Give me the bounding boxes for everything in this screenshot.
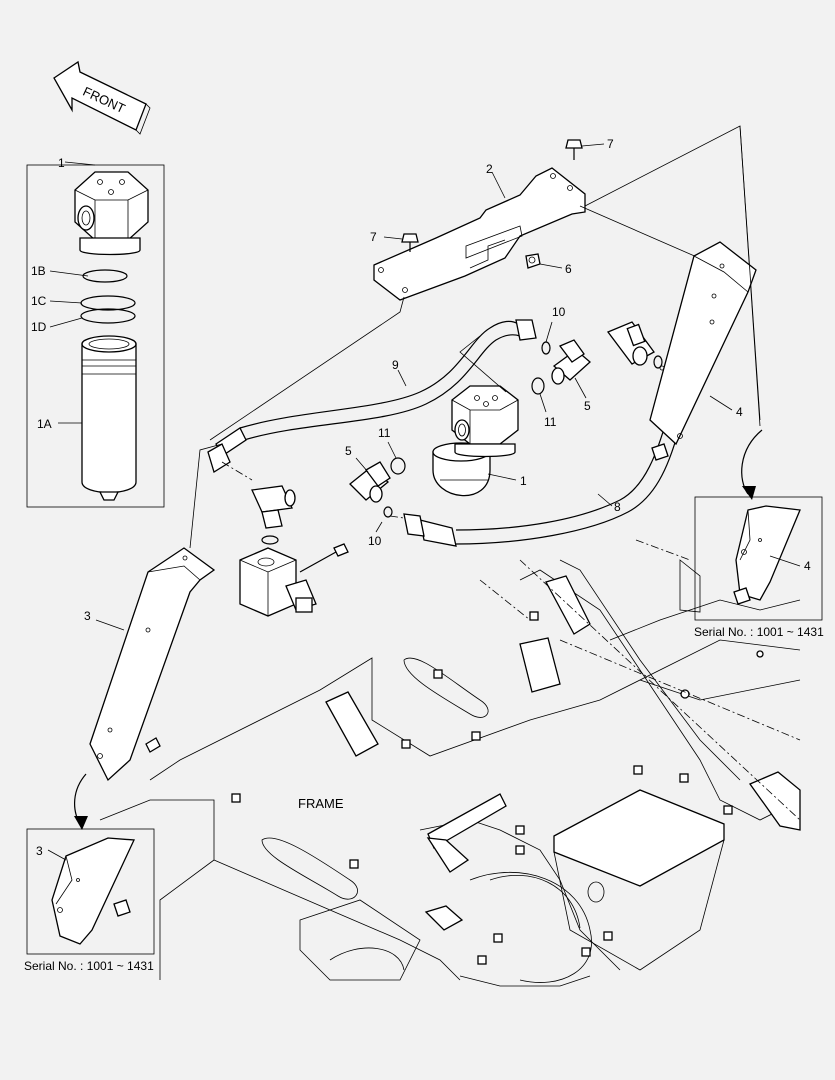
serial-note-right: Serial No. : 1001 ~ 1431 bbox=[694, 625, 824, 639]
callout-1-top: 1 bbox=[58, 156, 65, 170]
callout-5-right: 5 bbox=[584, 399, 591, 413]
arrow-to-right-inset bbox=[741, 429, 763, 495]
hose-9 bbox=[207, 319, 537, 474]
o-ring-tee bbox=[261, 535, 279, 545]
serial-inset-right: 4 bbox=[694, 496, 823, 621]
bolt-7-lower bbox=[401, 233, 419, 252]
serial-note-left: Serial No. : 1001 ~ 1431 bbox=[24, 959, 154, 973]
callout-1c: 1C bbox=[31, 294, 47, 308]
callout-9: 9 bbox=[392, 358, 399, 372]
o-ring-11-left bbox=[390, 457, 406, 475]
o-ring-10-upper bbox=[541, 341, 551, 355]
callout-7-upper: 7 bbox=[607, 137, 614, 151]
callout-10-lower: 10 bbox=[368, 534, 382, 548]
callout-4: 4 bbox=[736, 405, 743, 419]
o-ring-10-lower bbox=[383, 506, 393, 518]
callout-1d: 1D bbox=[31, 320, 47, 334]
callout-11-right: 11 bbox=[544, 415, 557, 429]
callout-5-left: 5 bbox=[345, 444, 352, 458]
frame-label: FRAME bbox=[298, 796, 344, 811]
o-ring-11-right bbox=[531, 377, 545, 395]
bolt-valve bbox=[299, 543, 349, 573]
callout-4-inset: 4 bbox=[804, 559, 811, 573]
callout-8: 8 bbox=[614, 500, 621, 514]
filter-exploded-box: 1 1B 1C bbox=[26, 156, 165, 508]
bracket-4 bbox=[649, 241, 757, 461]
bolt-6 bbox=[525, 253, 541, 269]
front-direction-arrow: FRONT bbox=[53, 60, 151, 135]
o-ring-1d bbox=[80, 308, 136, 324]
bracket-2 bbox=[373, 167, 586, 301]
valve-block bbox=[239, 547, 317, 617]
tee-fitting bbox=[251, 485, 296, 529]
o-ring-1b bbox=[82, 269, 128, 283]
fitting-5-right bbox=[551, 339, 591, 385]
callout-7-lower: 7 bbox=[370, 230, 377, 244]
filter-element-1a bbox=[81, 335, 137, 501]
callout-1-center: 1 bbox=[520, 474, 527, 488]
callout-1b: 1B bbox=[31, 264, 46, 278]
filter-assembly-1 bbox=[432, 385, 519, 497]
callout-1a: 1A bbox=[37, 417, 52, 431]
frame bbox=[99, 539, 801, 987]
bracket-3 bbox=[89, 547, 216, 782]
callout-3: 3 bbox=[84, 609, 91, 623]
callout-2: 2 bbox=[486, 162, 493, 176]
callout-11-left: 11 bbox=[378, 426, 391, 440]
o-ring-1c bbox=[80, 295, 136, 311]
callout-10-upper: 10 bbox=[552, 305, 566, 319]
fitting-5-left bbox=[349, 461, 391, 503]
serial-inset-left: 3 bbox=[26, 828, 155, 955]
callout-6: 6 bbox=[565, 262, 572, 276]
callout-3-inset: 3 bbox=[36, 844, 43, 858]
bolt-7-upper bbox=[565, 139, 583, 160]
filter-head bbox=[74, 171, 149, 256]
fitting-valve-right bbox=[606, 321, 663, 369]
